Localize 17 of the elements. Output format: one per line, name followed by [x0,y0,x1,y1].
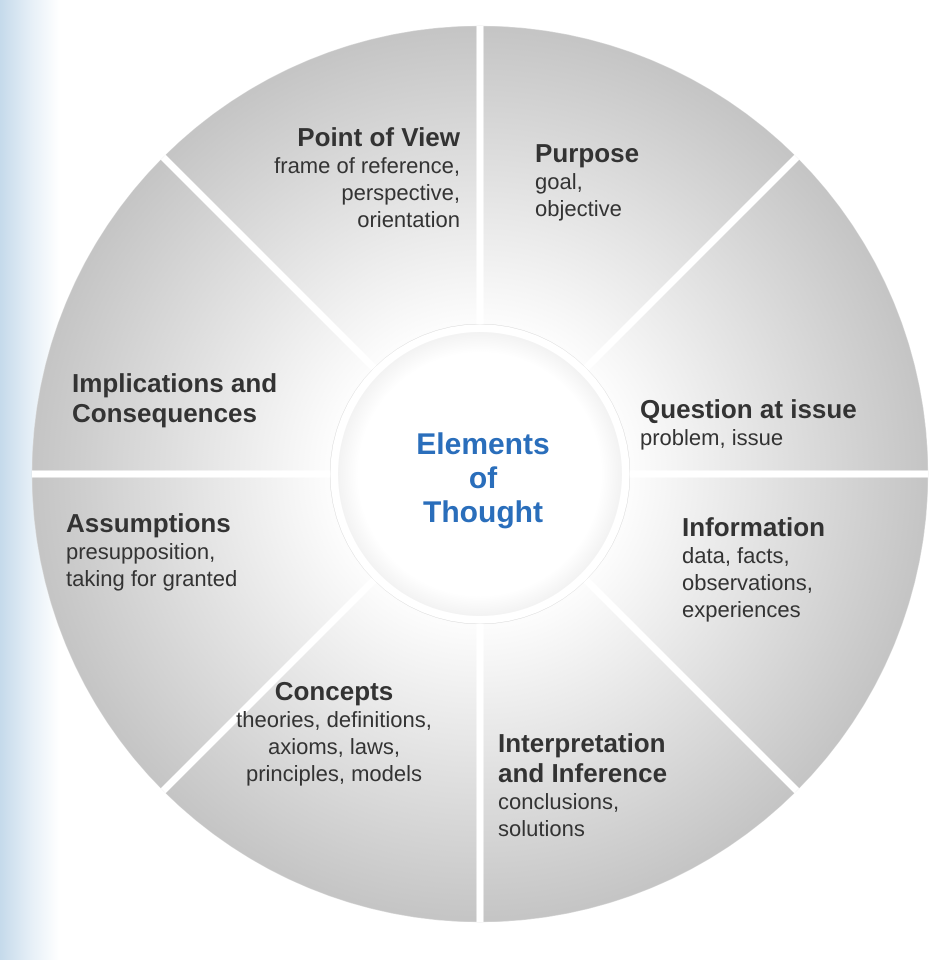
segment-description: theories, definitions, axioms, laws, principles, models [236,706,432,787]
segment-description: frame of reference, perspective, orientation [273,152,460,233]
segment-description: goal, objective [535,168,623,222]
segment-heading: Concepts [274,676,394,706]
segment-heading: Assumptions [66,508,232,538]
segment-description: data, facts, observations, experiences [682,542,814,623]
segment-heading: Interpretation and Inference [498,728,668,788]
segment-heading: Implications and Consequences [72,368,278,428]
segment-description: problem, issue [640,424,784,451]
segment-description: presupposition, taking for granted [66,538,238,592]
center-circle [338,332,622,616]
segment-heading: Information [682,512,826,542]
segment-description: conclusions, solutions [498,788,620,842]
segment-heading: Point of View [296,122,460,152]
center-title: Elements of Thought [415,428,551,530]
segment-heading: Purpose [535,138,640,168]
segment-heading: Question at issue [640,394,858,424]
